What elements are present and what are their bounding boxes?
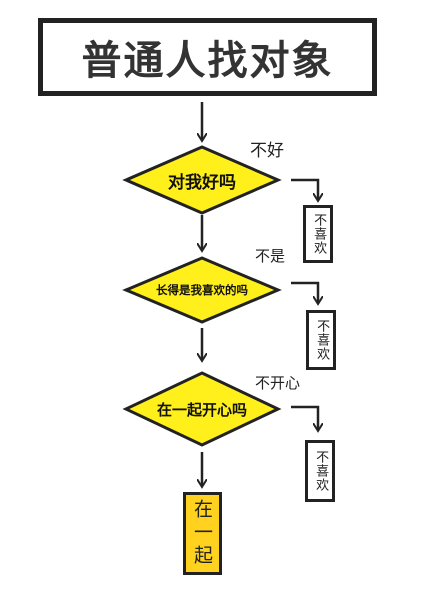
- outcome-box-3: 不喜欢: [305, 440, 335, 502]
- final-outcome-text: 在一起: [191, 499, 213, 568]
- no-arrow-2: [291, 281, 318, 303]
- final-outcome-box: 在一起: [183, 492, 222, 575]
- outcome-1-text: 不喜欢: [311, 213, 327, 255]
- decision-2-diamond: [122, 256, 282, 324]
- no-arrow-3: [291, 405, 318, 430]
- decision-2-label: 长得是我喜欢的吗: [156, 283, 248, 297]
- outcome-box-2: 不喜欢: [306, 310, 336, 370]
- decision-3-label: 在一起开心吗: [156, 400, 247, 419]
- decision-1-label: 对我好吗: [168, 172, 236, 193]
- outcome-box-1: 不喜欢: [303, 205, 333, 263]
- diagram-title: 普通人找对象: [81, 38, 334, 84]
- outcome-3-text: 不喜欢: [313, 450, 329, 492]
- decision-3-no-label: 不开心: [255, 374, 301, 392]
- decision-3-diamond: [122, 371, 282, 447]
- no-arrow-1: [291, 178, 318, 200]
- title-box: 普通人找对象: [38, 18, 377, 96]
- decision-1-diamond: [122, 145, 282, 215]
- outcome-2-text: 不喜欢: [314, 319, 330, 361]
- decision-2-no-label: 不是: [255, 247, 286, 265]
- decision-1-no-label: 不好: [250, 141, 284, 161]
